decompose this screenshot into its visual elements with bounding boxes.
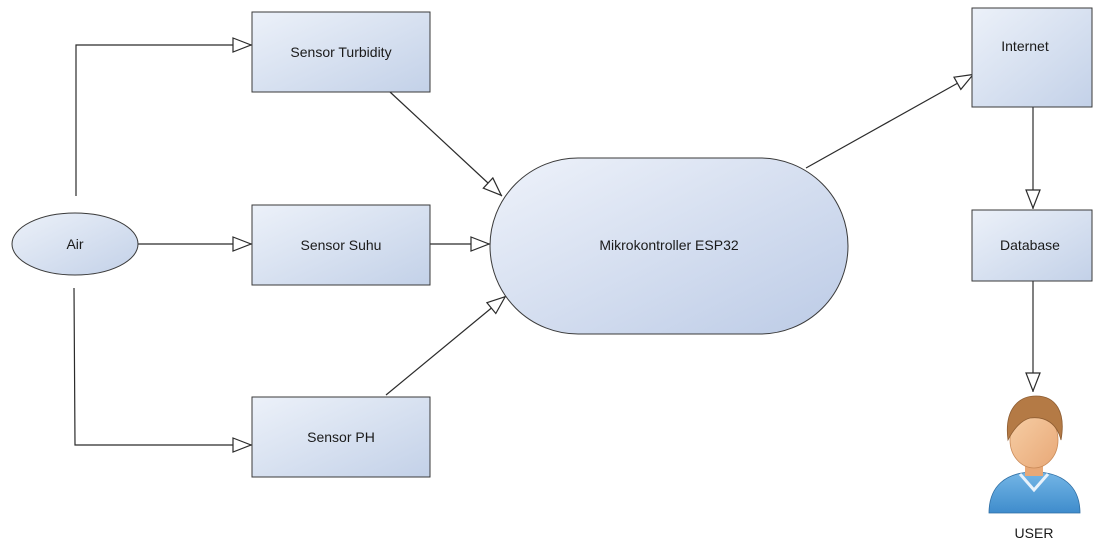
node-internet-label: Internet <box>1001 38 1049 54</box>
node-sensor-turbidity: Sensor Turbidity <box>251 11 431 93</box>
connector-mcu-to-internet <box>805 73 974 169</box>
node-sensor-suhu-label: Sensor Suhu <box>301 237 382 253</box>
node-air: Air <box>11 212 139 276</box>
user-avatar-icon <box>988 395 1081 514</box>
node-sensor-ph-label: Sensor PH <box>307 429 375 445</box>
node-sensor-suhu: Sensor Suhu <box>251 204 431 286</box>
node-internet: Internet <box>971 7 1093 108</box>
node-sensor-turbidity-label: Sensor Turbidity <box>290 44 391 60</box>
node-microcontroller-label: Mikrokontroller ESP32 <box>599 237 738 253</box>
node-database: Database <box>971 209 1093 282</box>
node-user: USER <box>988 395 1081 541</box>
node-air-label: Air <box>66 236 83 252</box>
connector-air-to-turbidity <box>75 45 252 196</box>
connectors <box>73 45 1033 445</box>
connector-turbidity-to-mcu <box>389 91 502 196</box>
node-user-label: USER <box>1015 525 1054 541</box>
node-database-label: Database <box>1000 237 1060 253</box>
node-microcontroller: Mikrokontroller ESP32 <box>489 157 849 335</box>
connector-ph-to-mcu <box>385 295 506 396</box>
connector-air-to-ph <box>73 287 252 445</box>
node-sensor-ph: Sensor PH <box>251 396 431 478</box>
